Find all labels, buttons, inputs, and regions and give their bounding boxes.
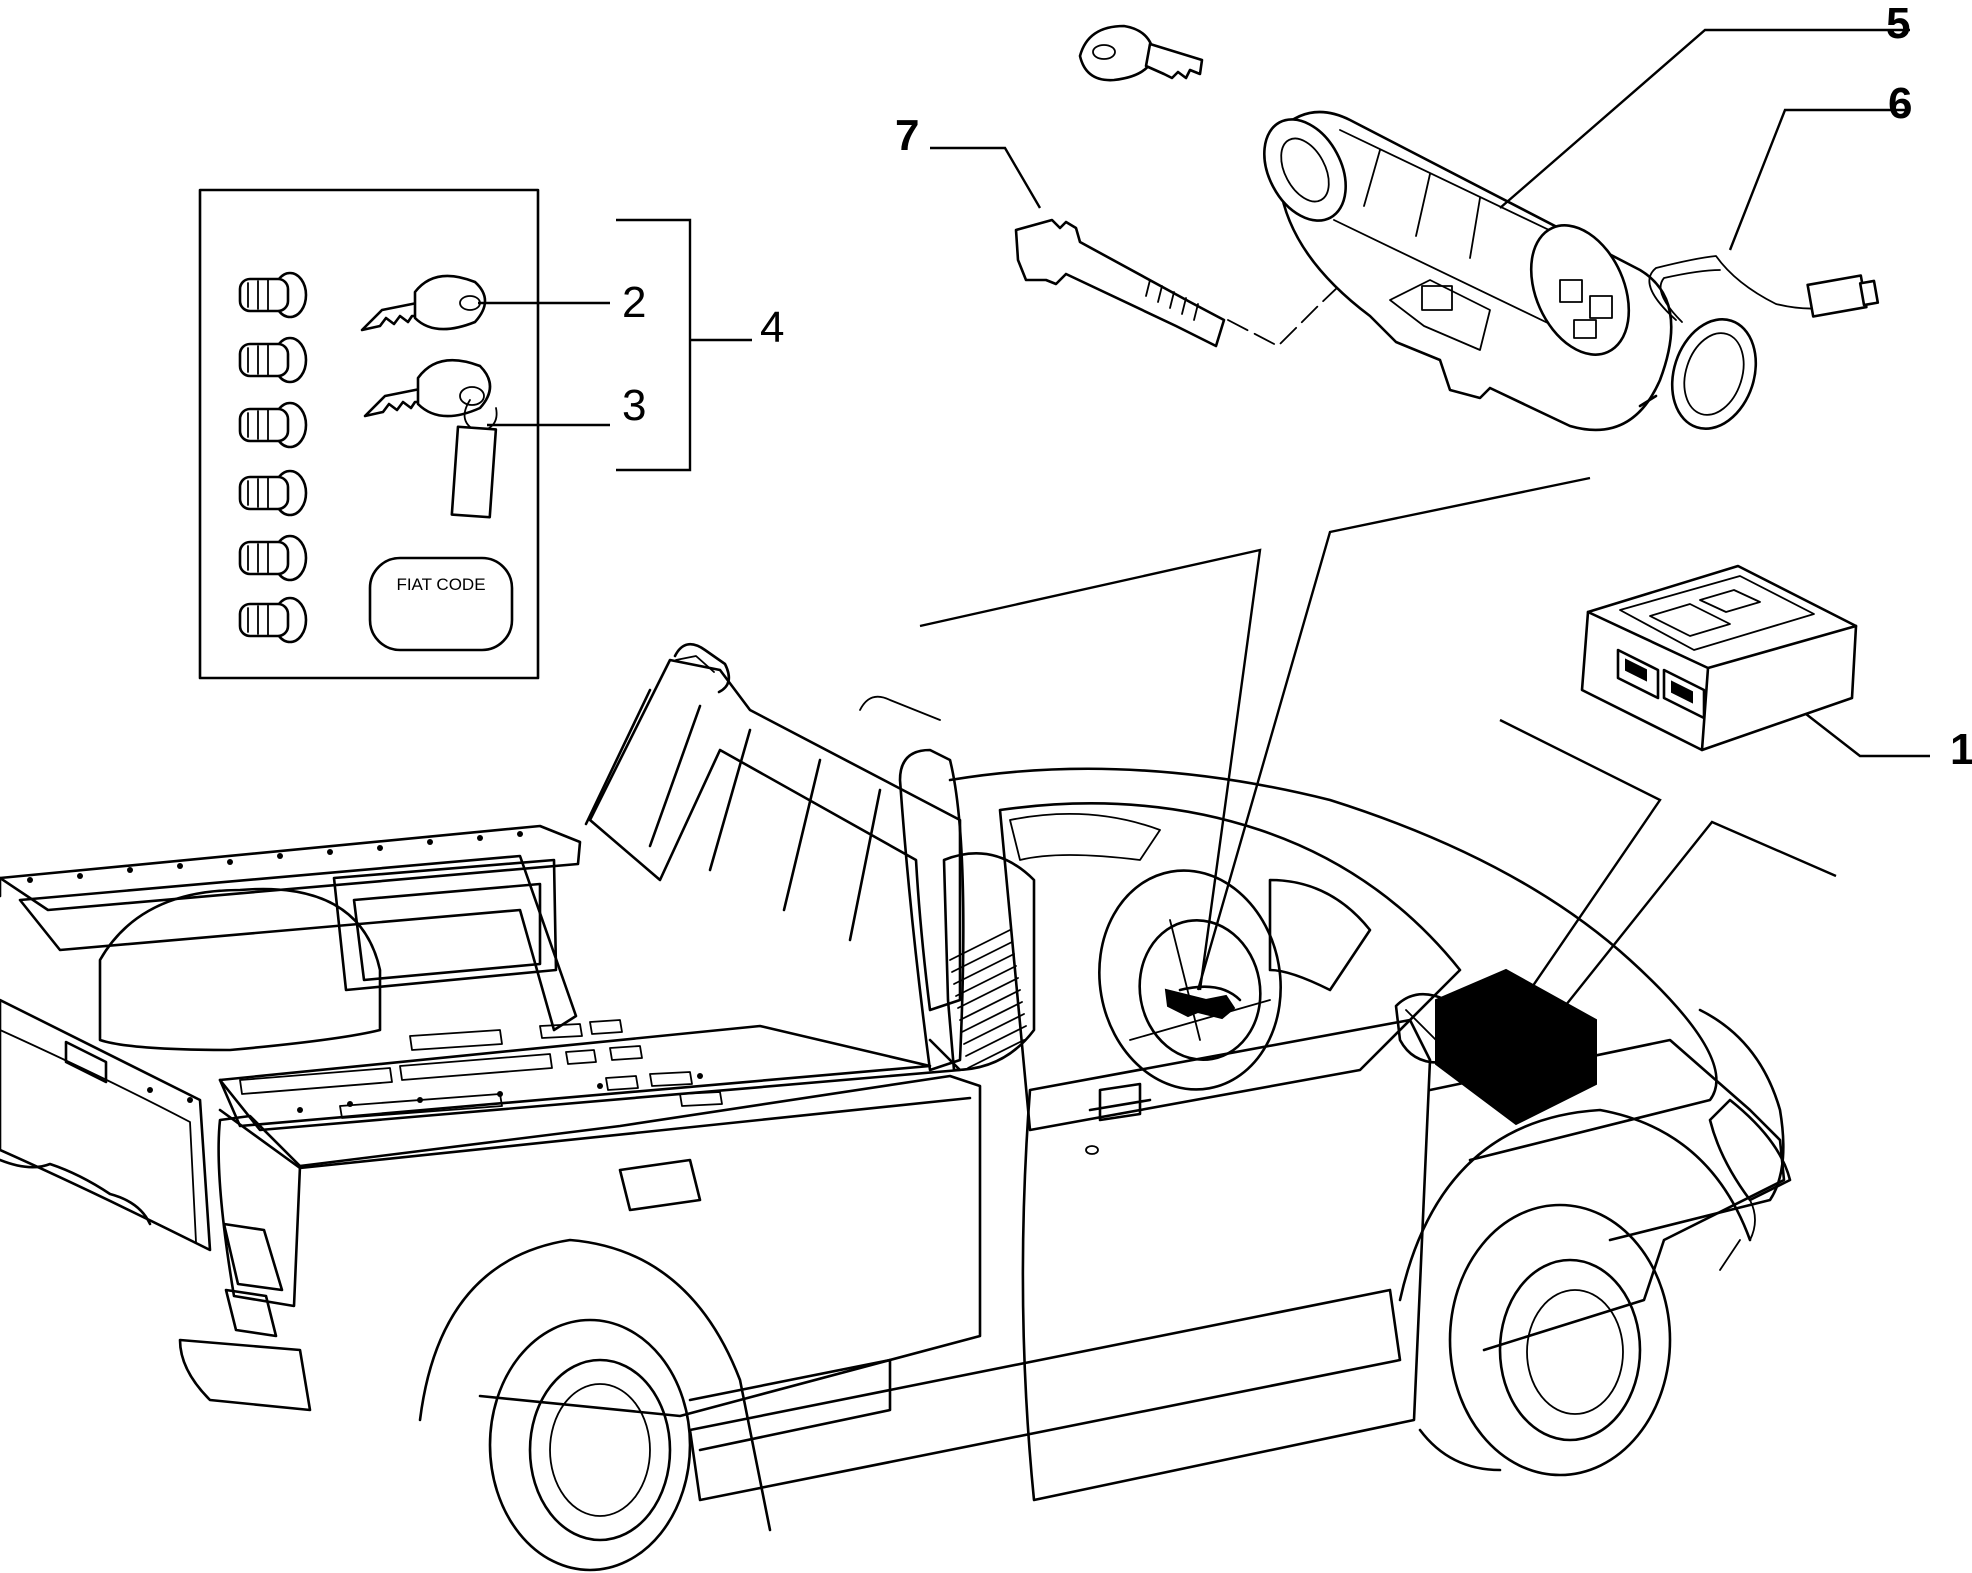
part-1-control-unit <box>1580 564 1858 752</box>
part-6-immobilizer-antenna <box>1638 255 1880 430</box>
control-unit-location-marker <box>1435 968 1597 1126</box>
callout-6: 6 <box>1888 79 1912 128</box>
callout-2: 2 <box>622 278 646 327</box>
part-5-ignition-lock <box>1263 110 1673 432</box>
location-pointer-lines <box>919 476 1837 1051</box>
lock-cylinders <box>238 271 308 644</box>
key-2 <box>360 274 487 332</box>
ignition-lock-location-marker <box>1164 988 1236 1020</box>
callout-7: 7 <box>895 111 919 160</box>
fiat-code-card: FIAT CODE <box>368 556 514 652</box>
callout-1: 1 <box>1950 725 1972 774</box>
key-3-with-tag <box>363 358 498 519</box>
pickup-vehicle <box>0 642 1792 1572</box>
callout-5: 5 <box>1886 0 1910 48</box>
callout-4: 4 <box>760 303 784 352</box>
callout-labels: 1 2 3 4 5 6 7 <box>622 0 1972 774</box>
ignition-key <box>1078 24 1204 82</box>
key-kit-inset: FIAT CODE <box>198 188 540 680</box>
callout-3: 3 <box>622 381 646 430</box>
fiat-code-label: FIAT CODE <box>396 575 485 594</box>
